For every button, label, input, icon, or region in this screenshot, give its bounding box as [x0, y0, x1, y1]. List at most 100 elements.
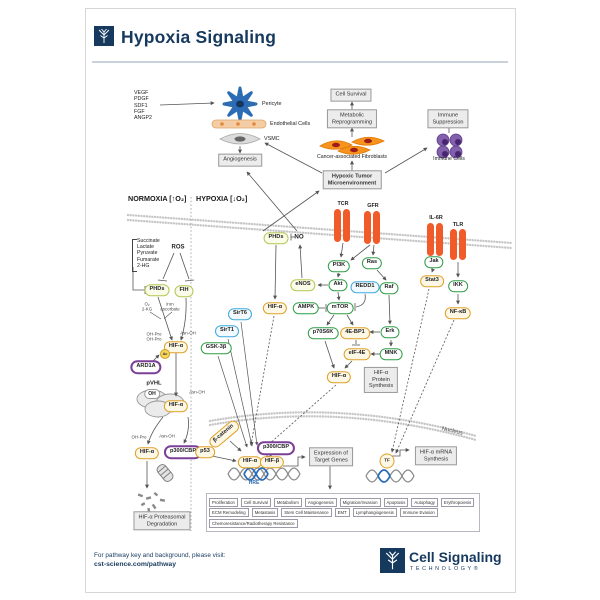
outcome-angiogenesis: Angiogenesis: [304, 497, 337, 507]
gsk3b-node: GSK-3β: [200, 342, 232, 354]
hif-alpha-synthesis-node: HIF-α: [326, 371, 352, 383]
gfr-label: GFR: [367, 202, 379, 209]
outcome-metastasis: Metastasis: [251, 508, 279, 518]
stat3-node: Stat3: [420, 275, 444, 287]
sirt1-node: SirT1: [215, 325, 239, 337]
normoxia-zone-label: NORMOXIA [↑O₂]: [128, 194, 187, 203]
hre-label: HRE: [248, 480, 260, 486]
jak-node: Jak: [424, 256, 444, 268]
hif-alpha-node-1: HIF-α: [163, 341, 189, 353]
expression-target-genes-box: Expression of Target Genes: [309, 447, 353, 467]
outcome-stem-cell-maintenance: Stem Cell Maintenance: [281, 508, 332, 518]
nfkb-node: NF-κB: [444, 307, 472, 319]
outcome-ecm-remodeling: ECM Remodeling: [209, 508, 249, 518]
ros-label: ROS: [171, 244, 185, 251]
p70s6k-node: p70S6K: [307, 327, 339, 339]
ikk-node: IKK: [448, 280, 468, 292]
page-title: Hypoxia Signaling: [121, 27, 277, 47]
ard1a-node: ARD1A: [130, 360, 162, 374]
outcome-cell-survival: Cell Survival: [240, 497, 271, 507]
oh-pro-label-3: OH-Pro: [131, 434, 147, 440]
outcome-panel: Proliferation Cell Survival Metabolism A…: [206, 493, 480, 533]
oh-pro-labels: OH-Pro OH-Pro: [146, 331, 162, 342]
tlr-label: TLR: [452, 221, 464, 228]
p300-cbp-node-2: p300/CBP: [256, 441, 296, 455]
protein-synthesis-box: HIF-α Protein Synthesis: [363, 366, 399, 394]
outcome-row-1: Proliferation Cell Survival Metabolism A…: [209, 497, 477, 507]
outcome-autophagy: Autophagy: [411, 497, 438, 507]
asn-oh-label-3: Asn-OH: [159, 433, 175, 439]
4e-bp1-node: 4E-BP1: [340, 327, 370, 339]
outcome-proliferation: Proliferation: [209, 497, 238, 507]
hypoxic-tumor-box: Hypoxic Tumor Microenvironment: [322, 170, 382, 190]
sirt6-node: SirT6: [228, 308, 252, 320]
outcome-emt: EMT: [334, 508, 350, 518]
ampk-node: AMPK: [292, 302, 320, 314]
footer-url-link[interactable]: cst-science.com/pathway: [94, 561, 176, 568]
no-label: NO: [294, 233, 304, 241]
acetyl-mark: Ac: [160, 349, 170, 359]
pi3k-node: PI3K: [327, 260, 351, 272]
cst-logo-icon: [94, 26, 114, 46]
tcr-label: TCR: [337, 200, 349, 207]
erk-node: Erk: [380, 326, 400, 338]
redd1-node: REDD1: [350, 281, 380, 293]
asn-oh-label-1: Asn-OH: [180, 330, 196, 336]
hif-alpha-dna-node: HIF-α: [237, 456, 263, 468]
akt-node: Akt: [328, 279, 348, 291]
fibroblasts-label: Cancer-associated Fibroblasts: [316, 153, 388, 160]
raf-node: Raf: [379, 282, 399, 294]
outcome-lymphangiogenesis: Lymphangiogenesis: [352, 508, 397, 518]
hif-alpha-node-2: HIF-α: [163, 400, 189, 412]
brand-subtitle: TECHNOLOGY®: [410, 566, 481, 572]
enos-node: eNOS: [290, 279, 316, 291]
hif-alpha-node-3: HIF-α: [134, 447, 160, 459]
immune-suppression-box: Immune Suppression: [427, 109, 469, 129]
hif-beta-dna-node: HIF-β: [259, 456, 285, 468]
outcome-apoptosis: Apoptosis: [383, 497, 409, 507]
phds-node-normoxia: PHDs: [144, 284, 170, 296]
o2-2kg-label: O₂ 2-KG: [141, 301, 153, 312]
p53-node: p53: [195, 446, 215, 458]
metabolite-list: Succinate Lactate Pyruvate Fumarate 2-HG: [137, 238, 160, 269]
iron-ascorbate-label: iron ascorbate: [160, 301, 180, 312]
pvhl-label: pVHL: [146, 380, 162, 387]
hif-alpha-node-hypoxia: HIF-α: [262, 302, 288, 314]
endothelial-label: Endothelial Cells: [270, 121, 311, 127]
gfr-receptor-icon: [364, 211, 380, 244]
tf-node: TF: [379, 453, 395, 469]
pericyte-label: Pericyte: [262, 101, 282, 107]
cell-survival-box: Cell Survival: [330, 88, 372, 102]
metabolite-bracket: [132, 239, 137, 272]
tcr-receptor-icon: [334, 209, 350, 242]
outcome-erythropoiesis: Erythropoiesis: [440, 497, 475, 507]
tlr-receptor-icon: [450, 229, 466, 260]
mtor-node: mTOR: [326, 302, 354, 314]
outcome-row-2: ECM Remodeling Metastasis Stem Cell Main…: [209, 508, 477, 518]
metabolic-reprogramming-box: Metabolic Reprogramming: [326, 109, 378, 129]
header-divider: [92, 61, 508, 63]
proteasomal-degradation-box: HIF-α Proteasomal Degradation: [133, 511, 191, 531]
vsmc-label: VSMC: [264, 136, 280, 142]
outcome-metabolism: Metabolism: [273, 497, 302, 507]
outcome-immune-evasion: Immune Evasion: [399, 508, 438, 518]
outcome-row-3: Chemoresistance/Radiotherapy Resistance: [209, 518, 477, 528]
footer-note: For pathway key and background, please v…: [94, 552, 226, 559]
ligand-list: VEGF PDGF SDF1 FGF ANGP2: [134, 90, 152, 122]
il6r-label: IL-6R: [429, 214, 443, 221]
hif-mrna-synthesis-box: HIF-α mRNA Synthesis: [414, 446, 458, 466]
phds-node-hypoxia: PHDs: [263, 232, 289, 244]
eif-4e-node: eIF-4E: [343, 348, 371, 360]
outcome-migration-invasion: Migration/Invasion: [339, 497, 381, 507]
angiogenesis-box: Angiogenesis: [218, 153, 262, 167]
hypoxia-zone-label: HYPOXIA [↓O₂]: [196, 194, 248, 203]
asn-oh-label-2: Asn-OH: [189, 389, 205, 395]
mnk-node: MNK: [379, 348, 403, 360]
ras-node: Ras: [361, 257, 383, 269]
oh-node: OH: [144, 389, 160, 399]
il6r-receptor-icon: [427, 223, 443, 256]
outcome-chemoresistance: Chemoresistance/Radiotherapy Resistance: [209, 518, 298, 528]
cst-footer-logo-icon: [380, 548, 405, 573]
brand-name: Cell Signaling: [409, 549, 502, 565]
